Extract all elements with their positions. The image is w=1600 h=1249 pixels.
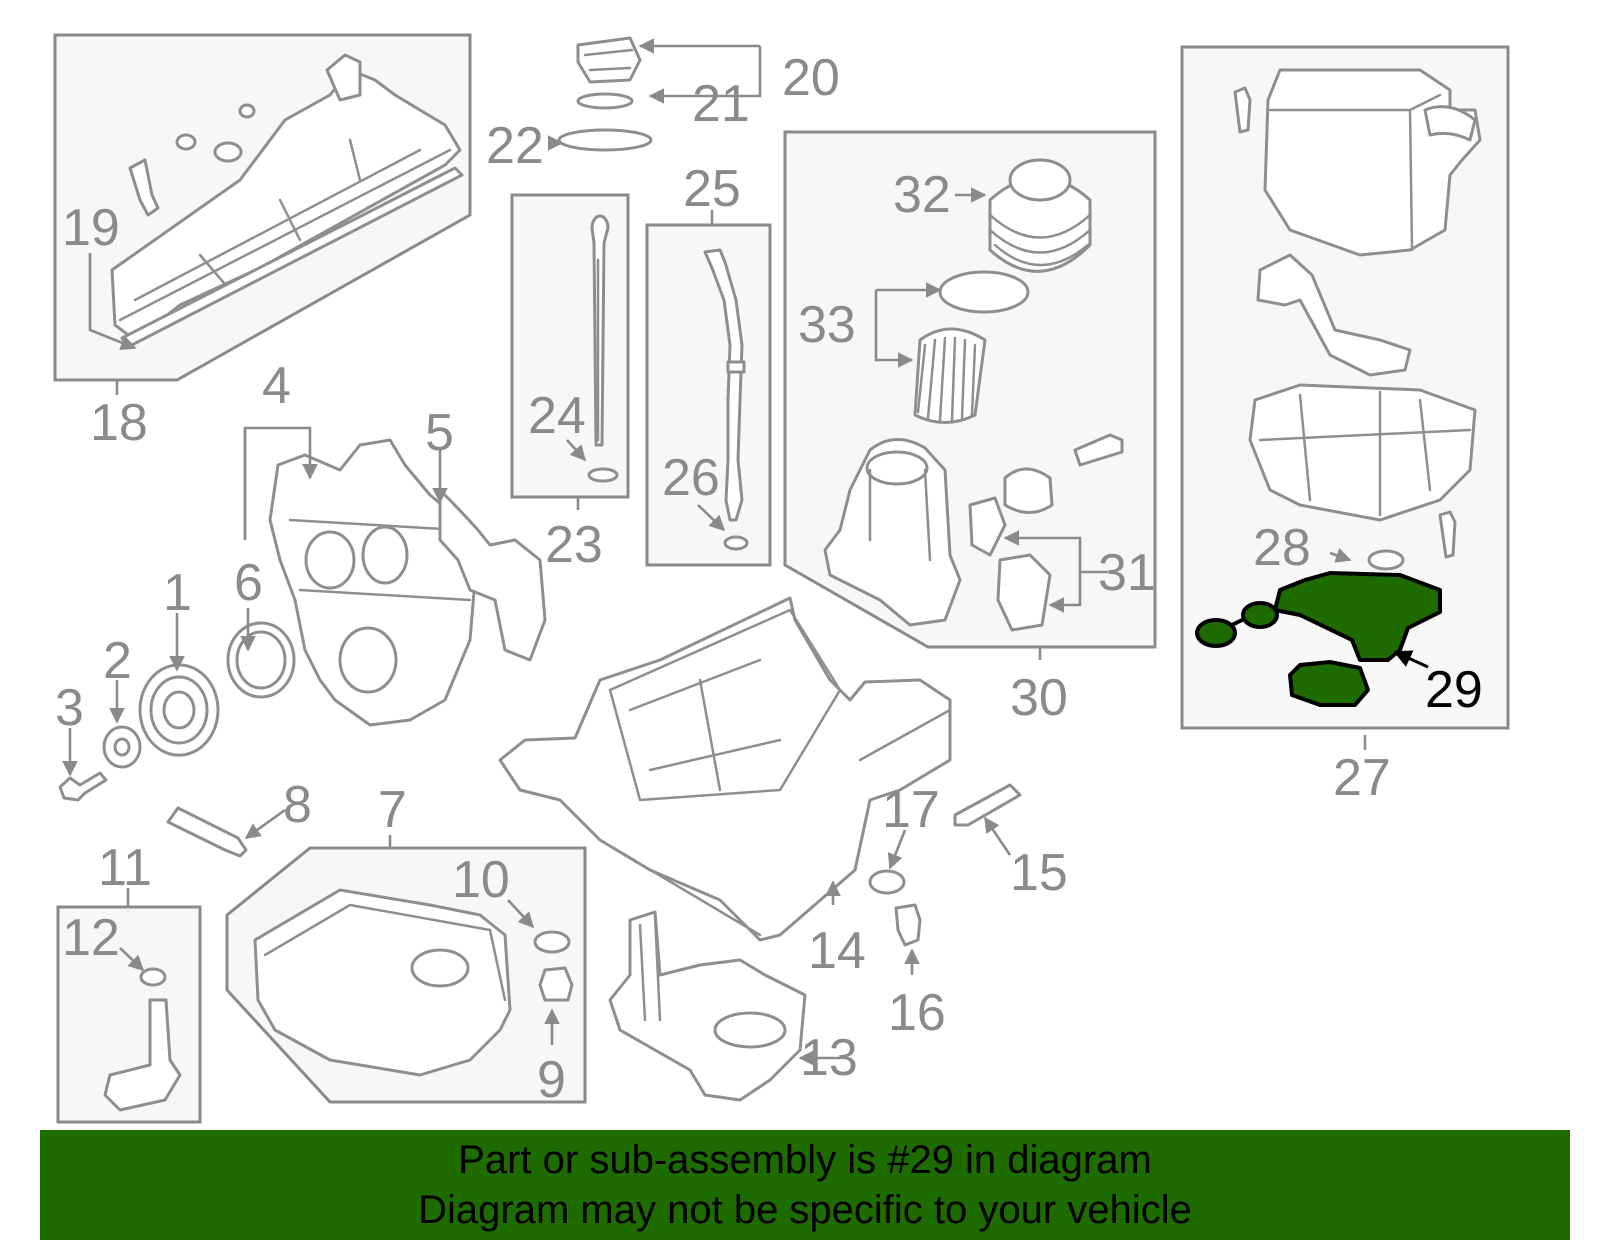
footer-banner: Part or sub-assembly is #29 in diagram D… — [40, 1130, 1570, 1240]
callout-17: 17 — [882, 781, 940, 839]
callout-3: 3 — [55, 679, 84, 737]
callout-31: 31 — [1098, 544, 1156, 602]
callout-26: 26 — [662, 449, 720, 507]
callout-23: 23 — [545, 516, 603, 574]
oil-pump-housing — [608, 910, 807, 1102]
callout-18: 18 — [90, 394, 148, 452]
valve-cover — [110, 53, 464, 349]
callout-4: 4 — [262, 357, 291, 415]
callout-16: 16 — [888, 984, 946, 1042]
callout-21: 21 — [692, 75, 750, 133]
callout-8: 8 — [283, 776, 312, 834]
callout-5: 5 — [425, 404, 454, 462]
callout-28: 28 — [1253, 519, 1311, 577]
sealant-tubes — [166, 783, 1022, 858]
callout-32: 32 — [893, 166, 951, 224]
callout-10: 10 — [452, 851, 510, 909]
oil-cooler-assembly — [1233, 68, 1482, 571]
callout-19: 19 — [62, 199, 120, 257]
callout-1: 1 — [163, 564, 192, 622]
upper-oil-pan — [498, 596, 952, 942]
callout-13: 13 — [800, 1029, 858, 1087]
banner-line-disclaimer: Diagram may not be specific to your vehi… — [418, 1188, 1192, 1232]
callout-27: 27 — [1333, 749, 1391, 807]
callout-2: 2 — [103, 632, 132, 690]
banner-line-part: Part or sub-assembly is #29 in diagram — [458, 1138, 1152, 1182]
callout-20: 20 — [782, 49, 840, 107]
callout-7: 7 — [378, 781, 407, 839]
lower-oil-pan — [253, 888, 574, 1077]
callout-6: 6 — [234, 554, 263, 612]
callout-29-highlighted: 29 — [1425, 661, 1483, 719]
filler-cap — [557, 36, 653, 152]
callout-11: 11 — [98, 839, 152, 897]
drain-plug — [868, 869, 922, 947]
callout-25: 25 — [683, 160, 741, 218]
crank-pulley — [58, 663, 220, 802]
oil-filter-housing — [823, 158, 1124, 632]
dipstick-guide-tube — [703, 248, 749, 551]
callout-24: 24 — [528, 387, 586, 445]
timing-cover — [226, 438, 547, 727]
callout-12: 12 — [62, 909, 120, 967]
oil-level-sensor — [103, 967, 182, 1112]
callout-22: 22 — [486, 117, 544, 175]
callout-30: 30 — [1010, 669, 1068, 727]
callout-15: 15 — [1010, 844, 1068, 902]
callout-33: 33 — [798, 296, 856, 354]
dipstick — [587, 214, 619, 483]
callout-9: 9 — [537, 1051, 566, 1109]
group-box-23 — [510, 193, 630, 499]
callout-14: 14 — [808, 922, 866, 980]
gasket-29-highlighted — [1195, 571, 1442, 707]
